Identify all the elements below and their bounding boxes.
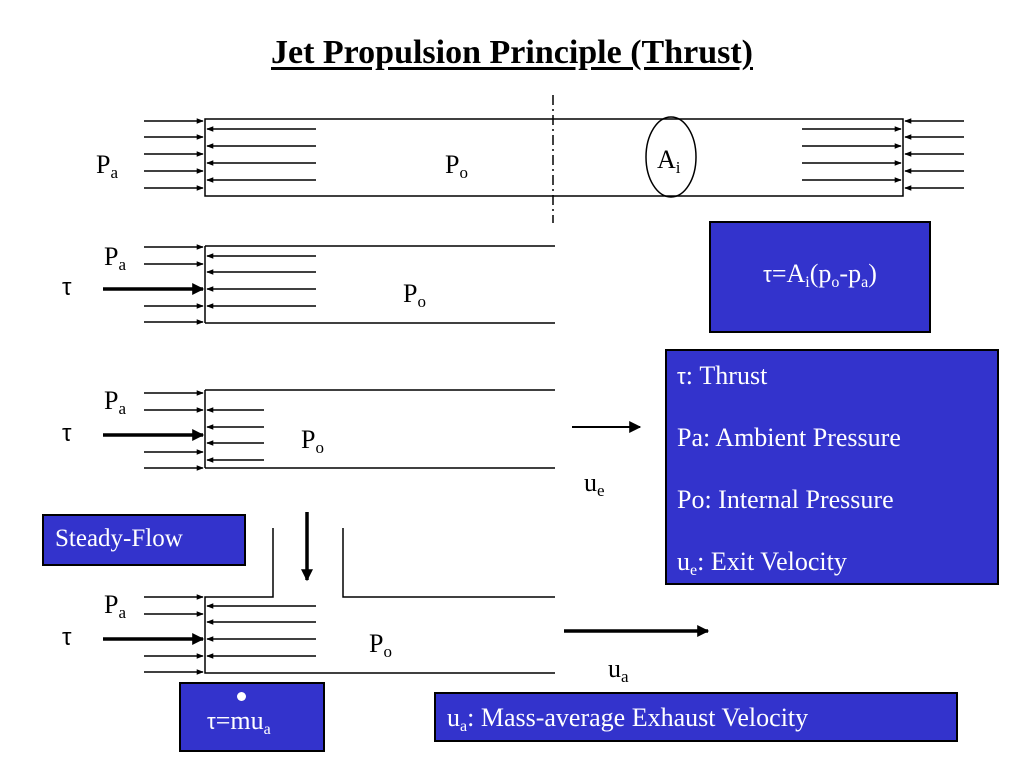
d4-po-label: Po [369,629,392,661]
d1-right-inner-arrows [802,126,902,183]
ai-label: Ai [657,145,681,177]
d1-pa-label: Pa [96,150,119,182]
d2-inner-arrows [206,253,316,309]
steady-flow-container [204,528,555,674]
page-title: Jet Propulsion Principle (Thrust) [271,34,753,71]
mass-flow-equation-box: τ=mua [179,682,325,752]
d4-thrust-symbol: τ [62,624,72,651]
legend-thrust: τ: Thrust [677,361,768,390]
d2-thrust-symbol: τ [62,274,72,301]
d1-left-outer-arrows [144,118,204,191]
d2-po-label: Po [403,279,426,311]
d1-right-outer-arrows [904,118,964,191]
d4-outer-arrows [144,594,204,675]
ua-label: ua [608,654,629,686]
legend-box: τ: Thrust Pa: Ambient Pressure Po: Inter… [665,349,999,585]
closed-container [204,118,904,197]
d3-thrust-symbol: τ [62,420,72,447]
mass-average-velocity-box: ua: Mass-average Exhaust Velocity [434,692,958,742]
d3-outer-arrows [144,390,204,471]
d2-pa-label: Pa [104,242,127,274]
d1-left-inner-arrows [206,126,316,183]
d3-pa-label: Pa [104,386,127,418]
steady-flow-box: Steady-Flow [42,514,246,566]
m-dot: m [230,692,251,735]
d3-inner-arrows [206,407,264,463]
legend-ambient-pressure: Pa: Ambient Pressure [677,423,901,452]
d2-outer-arrows [144,244,204,325]
half-container [204,245,555,324]
open-container [204,389,555,469]
ue-label: ue [584,468,605,500]
thrust-equation-box: τ=Ai(po-pa) [709,221,931,333]
legend-internal-pressure: Po: Internal Pressure [677,485,894,514]
d1-po-label: Po [445,150,468,182]
d4-inner-arrows [206,603,316,659]
legend-exit-velocity: ue: Exit Velocity [677,547,847,579]
d4-pa-label: Pa [104,590,127,622]
d3-po-label: Po [301,425,324,457]
area-ellipse [645,116,697,198]
